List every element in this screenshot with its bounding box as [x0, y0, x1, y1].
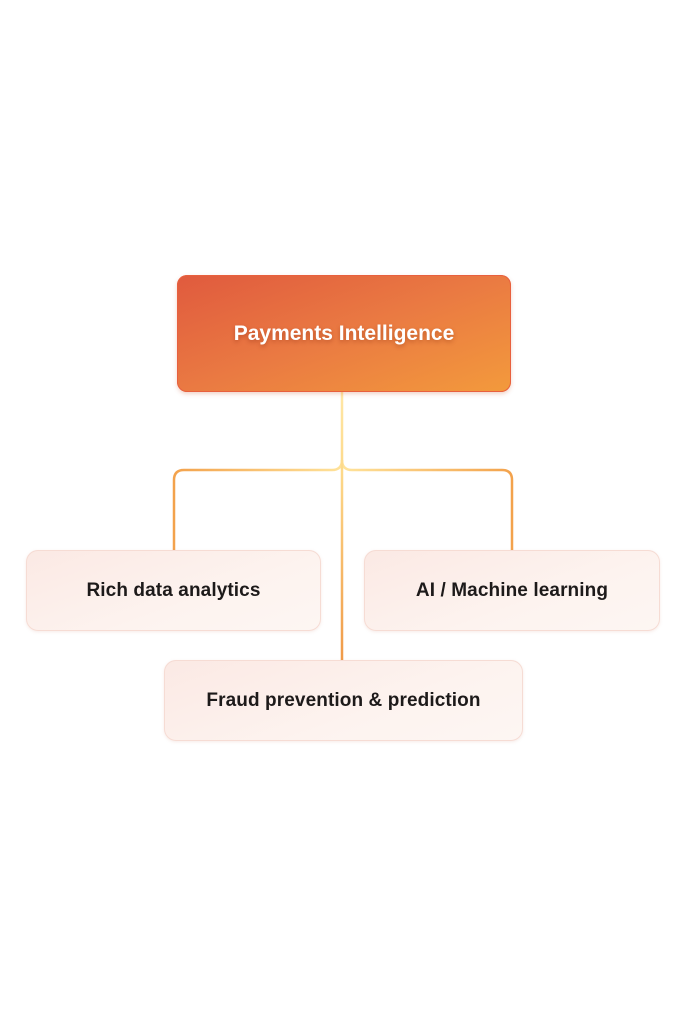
node-label: Rich data analytics: [86, 579, 261, 601]
root-node: Payments Intelligence: [177, 275, 511, 392]
node-fraud-prevention: Fraud prevention & prediction: [164, 660, 523, 741]
node-rich-data-analytics: Rich data analytics: [26, 550, 321, 631]
root-node-label: Payments Intelligence: [233, 321, 455, 345]
link-left: [172, 459, 344, 550]
node-label: AI / Machine learning: [415, 579, 609, 601]
node-ai-machine-learning: AI / Machine learning: [364, 550, 660, 631]
node-label: Fraud prevention & prediction: [206, 689, 481, 711]
link-right: [340, 459, 514, 550]
